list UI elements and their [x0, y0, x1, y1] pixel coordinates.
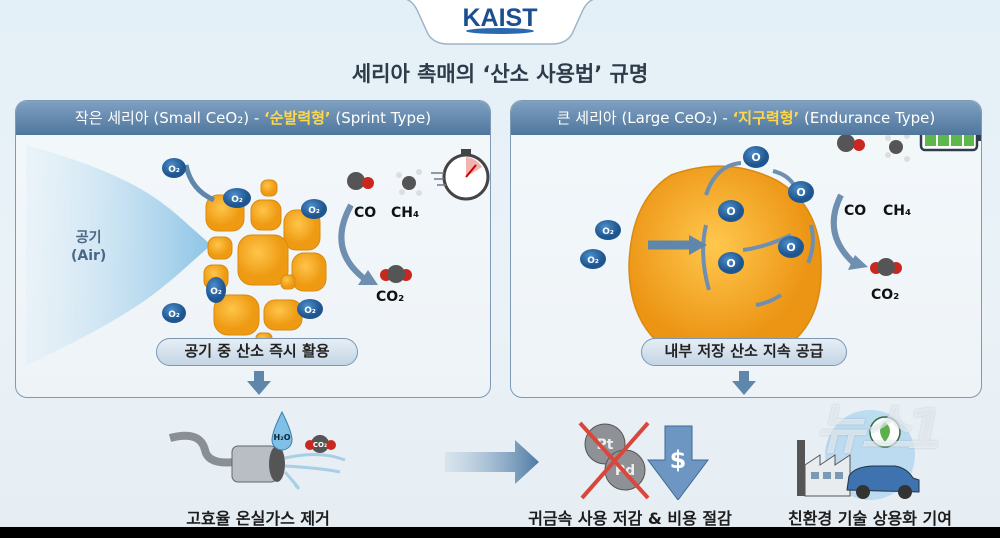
reaction-arrow	[830, 193, 858, 268]
kaist-logo: KAIST	[462, 4, 538, 32]
ch4-molecule	[885, 135, 910, 162]
o2-label: O₂	[168, 165, 180, 175]
co-label: CO	[844, 203, 867, 219]
logo-tab	[406, 0, 594, 45]
o2-label: O₂	[304, 306, 316, 316]
label-greenhouse-removal: 고효율 온실가스 제거	[186, 509, 330, 527]
ch4-label: CH₄	[391, 205, 420, 221]
down-arrow-icon	[732, 371, 756, 395]
o2-label: O₂	[308, 206, 320, 216]
logo-swoosh	[466, 28, 534, 34]
header-highlight: ‘지구력형’	[732, 109, 800, 127]
o2-label: O₂	[587, 256, 599, 266]
o-label: O	[786, 241, 795, 254]
header-text: 큰 세리아 (Large CeO₂) -	[556, 109, 733, 127]
header-suffix: (Endurance Type)	[799, 109, 936, 127]
air-label-en: (Air)	[71, 248, 107, 264]
co2-label: CO₂	[871, 287, 900, 303]
air-label: 공기 (Air)	[71, 229, 106, 265]
eco-factory-car-illustration	[797, 410, 920, 500]
co2-molecule	[870, 258, 902, 276]
o-label: O	[726, 205, 735, 218]
factory-icon	[797, 440, 805, 496]
panel-header-small: 작은 세리아 (Small CeO₂) - ‘순발력형’ (Sprint Typ…	[16, 101, 490, 135]
co2-label: CO₂	[313, 441, 327, 449]
co2-label: CO₂	[376, 289, 405, 305]
o2-arrow	[183, 164, 216, 203]
header-suffix: (Sprint Type)	[330, 109, 432, 127]
panel-header-large: 큰 세리아 (Large CeO₂) - ‘지구력형’ (Endurance T…	[511, 101, 981, 135]
battery-full-icon	[919, 135, 981, 152]
label-eco-commercialization: 친환경 기술 상용화 기여	[788, 509, 952, 527]
infographic: KAIST 세리아 촉매의 ‘산소 사용법’ 규명 작은 세리아 (Small …	[0, 0, 1000, 527]
dollar-down-arrow-icon	[647, 425, 709, 500]
header-text: 작은 세리아 (Small CeO₂) -	[74, 109, 265, 127]
ch4-molecule	[396, 169, 422, 196]
o2-label: O₂	[602, 227, 614, 237]
dollar-sign: $	[670, 446, 687, 474]
o2-molecules	[162, 158, 327, 323]
label-cost-reduction: 귀금속 사용 저감 & 비용 절감	[528, 509, 732, 527]
exhaust-pipe-illustration: H₂O CO₂	[168, 410, 346, 490]
header-highlight: ‘순발력형’	[264, 109, 331, 127]
page-title: 세리아 촉매의 ‘산소 사용법’ 규명	[351, 62, 649, 86]
small-ceria-panel: 작은 세리아 (Small CeO₂) - ‘순발력형’ (Sprint Typ…	[15, 100, 491, 398]
pt-label: Pt	[597, 437, 614, 453]
co-label: CO	[354, 205, 377, 221]
water-drop-icon	[271, 410, 293, 451]
precious-metal-cost-illustration: Pt Pd $	[578, 421, 709, 500]
air-flow-arrow	[26, 145, 211, 365]
pill-stored-oxygen: 내부 저장 산소 지속 공급	[641, 338, 847, 366]
stored-oxygen-atoms	[718, 146, 814, 274]
down-arrow-icon	[247, 371, 271, 395]
right-arrow-icon	[445, 440, 539, 484]
o2-label: O₂	[231, 195, 243, 205]
co2-molecule	[380, 265, 412, 283]
news1-watermark: 뉴스1	[815, 398, 944, 461]
h2o-label: H₂O	[274, 433, 291, 442]
o-label: O	[726, 257, 735, 270]
large-ceria-panel: 큰 세리아 (Large CeO₂) - ‘지구력형’ (Endurance T…	[510, 100, 982, 398]
o2-molecules	[580, 220, 621, 269]
air-label-ko: 공기	[75, 230, 102, 246]
o2-label: O₂	[168, 310, 180, 320]
ch4-label: CH₄	[883, 203, 912, 219]
co-molecule	[837, 135, 865, 152]
co-molecule	[347, 172, 374, 190]
o2-label: O₂	[210, 287, 222, 297]
o-label: O	[751, 151, 760, 164]
o-label: O	[796, 186, 805, 199]
stopwatch-icon	[431, 149, 490, 201]
o-labels: O O O O O	[726, 151, 805, 270]
pill-instant-oxygen: 공기 중 산소 즉시 활용	[156, 338, 358, 366]
reaction-arrow	[338, 203, 368, 283]
small-ceria-illustration: O₂ O₂ O₂ O₂ O₂ O₂	[26, 145, 490, 365]
o2-labels: O₂ O₂ O₂ O₂ O₂ O₂	[168, 165, 320, 320]
